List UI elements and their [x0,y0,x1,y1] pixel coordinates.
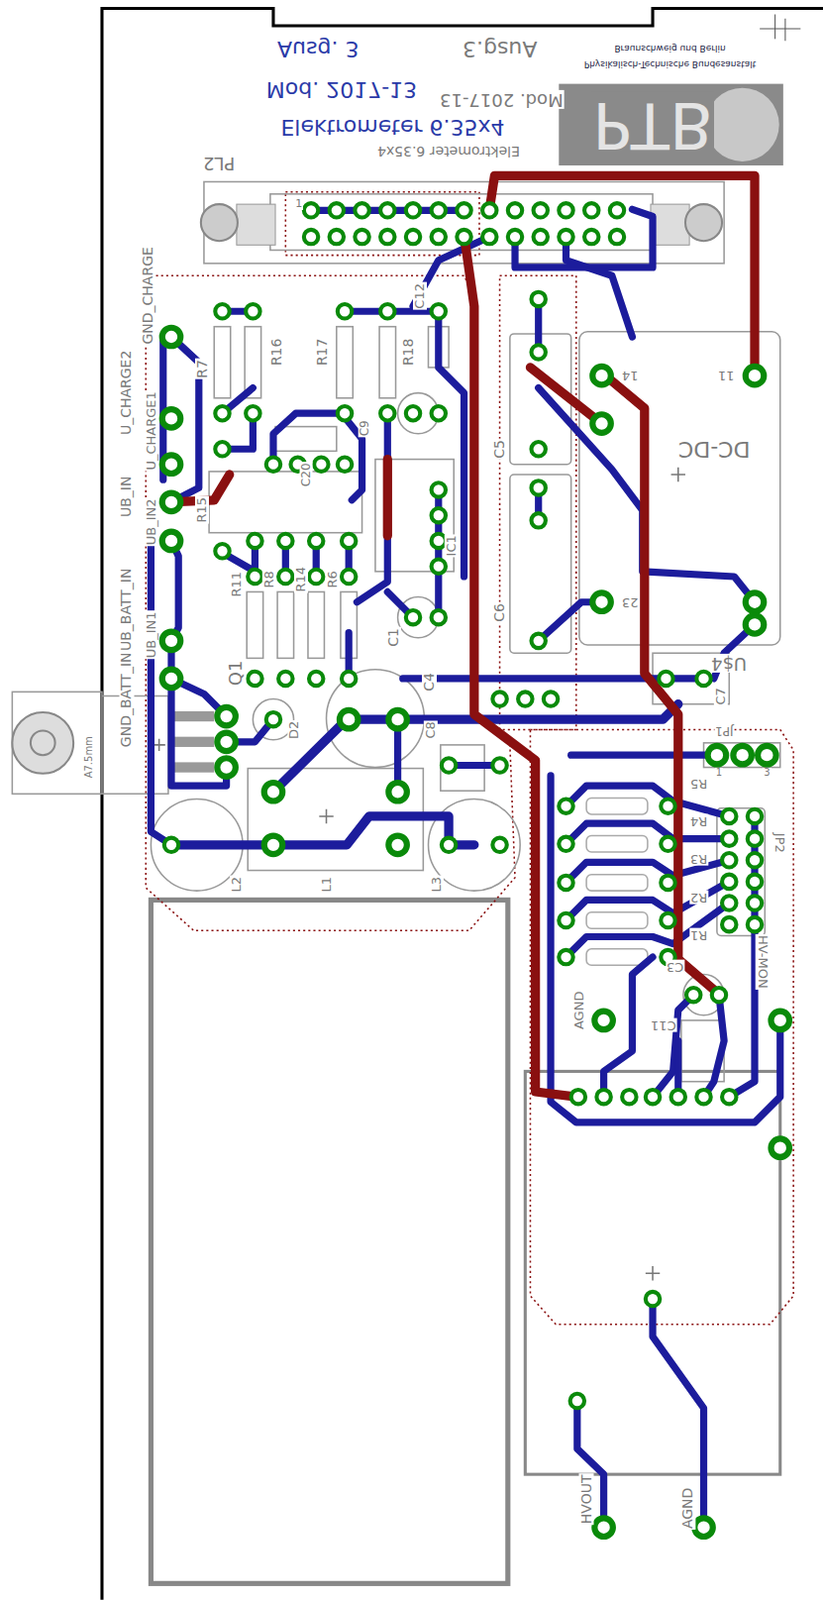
signal-name: U_CHARGE2 [118,349,134,436]
part-name: C4 [421,671,437,693]
signal-name: GND_CHARGE [140,245,156,345]
part-name: R4 [689,814,709,828]
part-name: R18 [402,336,417,367]
part-name: C3 [665,959,685,974]
signal-name: AGND [572,989,587,1029]
part-name: IC1 [443,533,458,557]
pin-number: 1 [715,767,723,779]
signal-name: HV-MON [755,933,770,990]
part-name: C12 [412,282,427,310]
date-note: Mod. 2017-13 [265,78,418,102]
part-name: C9 [357,418,371,437]
part-name: C8 [423,720,438,740]
pin-number: 1 [294,198,304,210]
pin-number: 11 [717,368,736,383]
signal-name: UB_IN1 [144,610,159,659]
part-name: R16 [270,336,286,367]
part-name: Q1 [226,659,246,688]
revision-note: Ausg. 3 [276,37,360,61]
part-name: R17 [314,336,330,367]
part-name: R2 [689,890,709,905]
logo-text: Physikalisch-Technische Bundesanstalt [583,59,758,69]
board-title: Elektrometer 6.35x4 [279,115,506,139]
part-name: C20 [300,461,313,488]
part-name: C6 [492,602,508,623]
part-name: R5 [689,776,709,791]
part-name: L2 [229,875,244,894]
dimension: A7.5mm [84,734,96,779]
part-name: R11 [229,570,244,599]
signal-name: AGND [681,1485,697,1529]
part-name: C5 [492,438,508,460]
part-name: C11 [649,1018,678,1032]
part-name: U$4 [710,653,748,673]
signal-name: GND_BATT_IN [118,651,134,749]
revision-note: Ausg.3 [461,37,538,61]
part-name: C1 [386,626,402,648]
part-name: R3 [689,851,709,866]
pin-number: 3 [762,767,771,779]
part-name: L3 [429,875,444,894]
part-name: R1 [689,927,709,942]
signal-name: UB_IN2 [144,498,159,547]
part-name: R15 [195,496,209,524]
part-name: R8 [262,569,277,589]
part-name: DC-DC [677,437,752,461]
board-title: Elektrometer 6.35x4 [376,143,521,159]
part-name: R14 [294,565,309,594]
connector-name: PL2 [202,153,236,173]
signal-name: UB_IN [118,475,134,518]
part-name: R7 [195,358,210,380]
signal-name: HVOUT [579,1473,595,1526]
logo-text: PTB [591,91,715,158]
part-name: C7 [714,687,728,707]
part-name: JP2 [772,831,787,854]
logo-text: Braunschweig und Berlin [613,43,726,53]
pin-number: 23 [620,595,640,610]
part-name: L1 [319,875,334,894]
part-name: R6 [325,569,340,589]
pin-number: 14 [620,368,640,383]
date-note: Mod. 2017-13 [438,90,565,109]
signal-name: U_CHARGE1 [144,390,159,471]
part-name: JP1 [714,723,734,737]
signal-name: UB_BATT_IN [118,567,134,652]
part-name: D2 [288,720,303,740]
